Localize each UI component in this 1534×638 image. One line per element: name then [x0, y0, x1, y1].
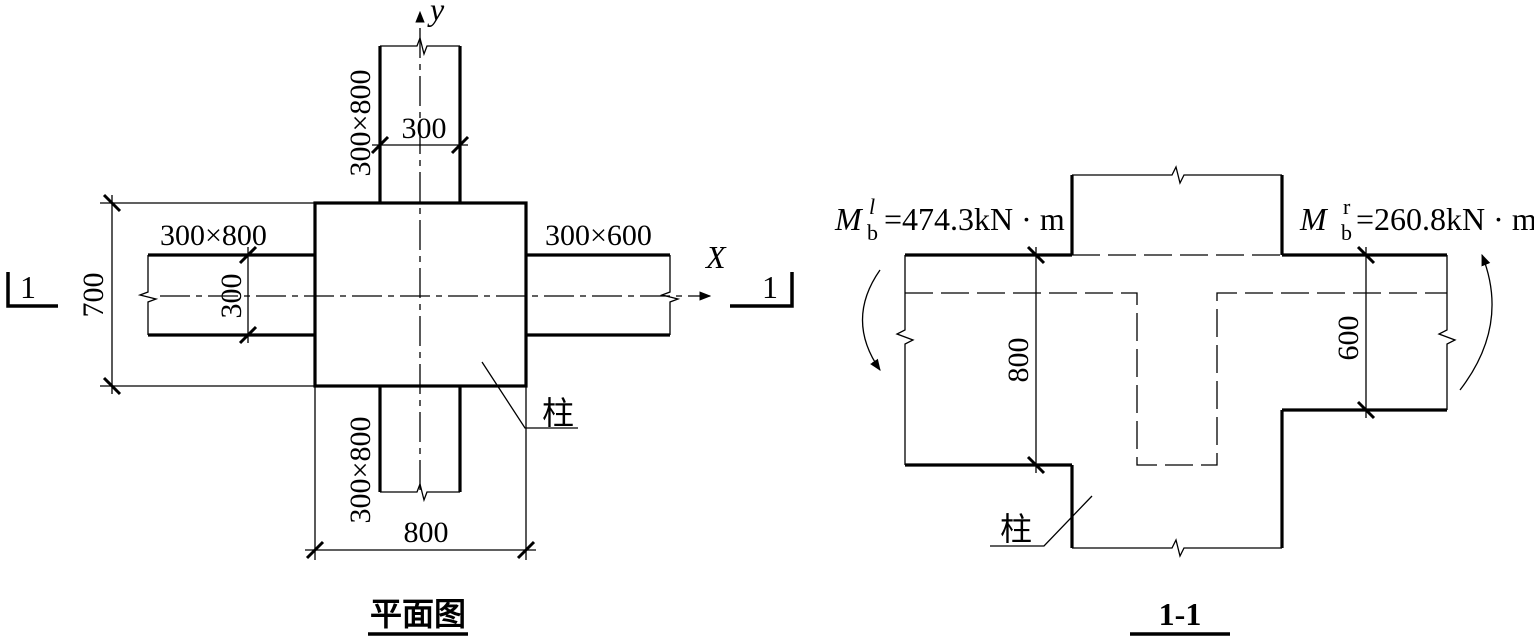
plan-dim-300-top-text: 300	[402, 112, 447, 145]
section-column-leader	[990, 495, 1093, 547]
moment-right-symbol: M	[1299, 201, 1329, 237]
plan-axis-y-label: y	[427, 0, 445, 27]
plan-dim-700-text: 700	[77, 273, 110, 318]
plan-section-mark-right-text: 1	[762, 269, 778, 305]
section-column	[1070, 165, 1284, 558]
moment-right-value: =260.8kN · m	[1356, 201, 1534, 237]
plan-dim-300-top	[370, 135, 470, 155]
plan-beam-bottom-size: 300×800	[344, 417, 377, 524]
moment-left-symbol: M	[834, 201, 864, 237]
section-dim-600	[1356, 245, 1376, 420]
moment-left-value: =474.3kN · m	[884, 201, 1065, 237]
plan-section-mark-left	[6, 272, 58, 308]
section-dim-600-text: 600	[1332, 316, 1365, 361]
moment-left-arrow	[861, 269, 881, 371]
section-title: 1-1	[1159, 596, 1202, 632]
section-hidden-lines	[905, 254, 1447, 466]
section-dim-800-text: 800	[1002, 338, 1035, 383]
section-view: 800 600 M l b =474.3kN · m M r b =260.8k…	[834, 165, 1534, 636]
moment-right-arrow	[1459, 253, 1493, 391]
plan-column-label: 柱	[542, 395, 574, 431]
plan-beam-top-size: 300×800	[344, 70, 377, 177]
plan-beam-left-size: 300×800	[160, 219, 267, 252]
section-beam-right	[1282, 253, 1457, 412]
plan-beam-top	[378, 35, 462, 203]
plan-dim-700	[100, 193, 315, 396]
plan-dim-800	[305, 386, 536, 560]
moment-right-superscript: r	[1343, 194, 1351, 219]
moment-right-subscript: b	[1341, 220, 1352, 245]
plan-beam-bottom	[378, 386, 462, 503]
plan-axis-x-label: X	[704, 239, 727, 275]
moment-left-subscript: b	[867, 220, 878, 245]
plan-title: 平面图	[370, 596, 466, 632]
plan-beam-right-size: 300×600	[545, 219, 652, 252]
plan-dim-300-left	[238, 245, 258, 345]
plan-beam-right	[526, 253, 681, 337]
moment-left-label: M l b =474.3kN · m	[834, 194, 1065, 245]
plan-section-mark-left-text: 1	[20, 269, 36, 305]
plan-dim-300-left-text: 300	[215, 274, 248, 319]
plan-section-mark-right	[730, 272, 794, 308]
section-dim-800	[1026, 245, 1046, 475]
section-beam-left	[895, 253, 1072, 467]
moment-left-superscript: l	[869, 194, 875, 219]
plan-dim-800-text: 800	[404, 516, 449, 549]
moment-right-label: M r b =260.8kN · m	[1299, 194, 1534, 245]
plan-view: X y 300 300 300×800 300×600 300×800 300×…	[6, 0, 794, 636]
plan-column-leader	[481, 361, 578, 429]
section-column-label: 柱	[1000, 511, 1032, 547]
plan-beam-left	[137, 253, 315, 337]
